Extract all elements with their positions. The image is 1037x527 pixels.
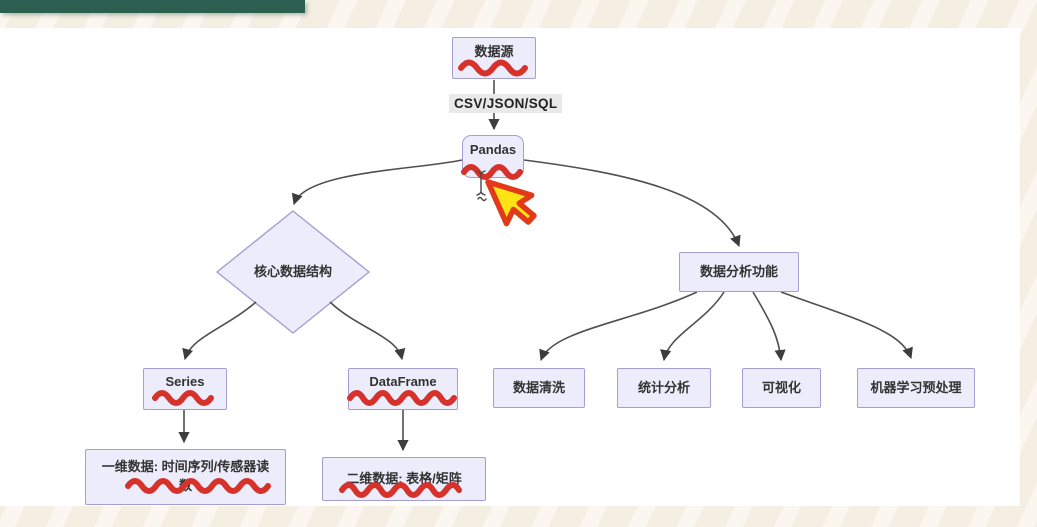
node-statistics: 统计分析 <box>617 368 711 408</box>
node-analysis-label: 数据分析功能 <box>699 263 778 279</box>
node-pandas: Pandas <box>462 135 524 178</box>
node-datasource-label: 数据源 <box>474 44 514 59</box>
node-two-d: 二维数据: 表格/矩阵 <box>322 457 486 501</box>
node-pandas-label: Pandas <box>469 142 517 157</box>
node-statistics-label: 统计分析 <box>637 379 690 395</box>
node-dataframe: DataFrame <box>348 368 458 410</box>
node-datasource: 数据源 <box>452 37 536 79</box>
window-header-bar <box>0 0 305 13</box>
node-one-d: 一维数据: 时间序列/传感器读数 <box>85 449 286 505</box>
node-core-structure-label: 核心数据结构 <box>253 263 332 279</box>
node-one-d-label: 一维数据: 时间序列/传感器读数 <box>101 459 270 493</box>
node-visualization-label: 可视化 <box>761 379 801 395</box>
edge-label-csv-json-sql: CSV/JSON/SQL <box>449 94 563 113</box>
node-ml-preprocess-label: 机器学习预处理 <box>870 379 962 395</box>
node-core-structure-label-box: 核心数据结构 <box>233 252 353 292</box>
node-series: Series <box>143 368 227 410</box>
node-two-d-label: 二维数据: 表格/矩阵 <box>346 470 462 486</box>
node-series-label: Series <box>165 374 205 389</box>
node-dataframe-label: DataFrame <box>369 374 437 389</box>
node-cleaning-label: 数据清洗 <box>512 379 565 395</box>
node-analysis: 数据分析功能 <box>679 252 799 292</box>
node-visualization: 可视化 <box>742 368 821 408</box>
node-ml-preprocess: 机器学习预处理 <box>857 368 975 408</box>
node-cleaning: 数据清洗 <box>493 368 585 408</box>
